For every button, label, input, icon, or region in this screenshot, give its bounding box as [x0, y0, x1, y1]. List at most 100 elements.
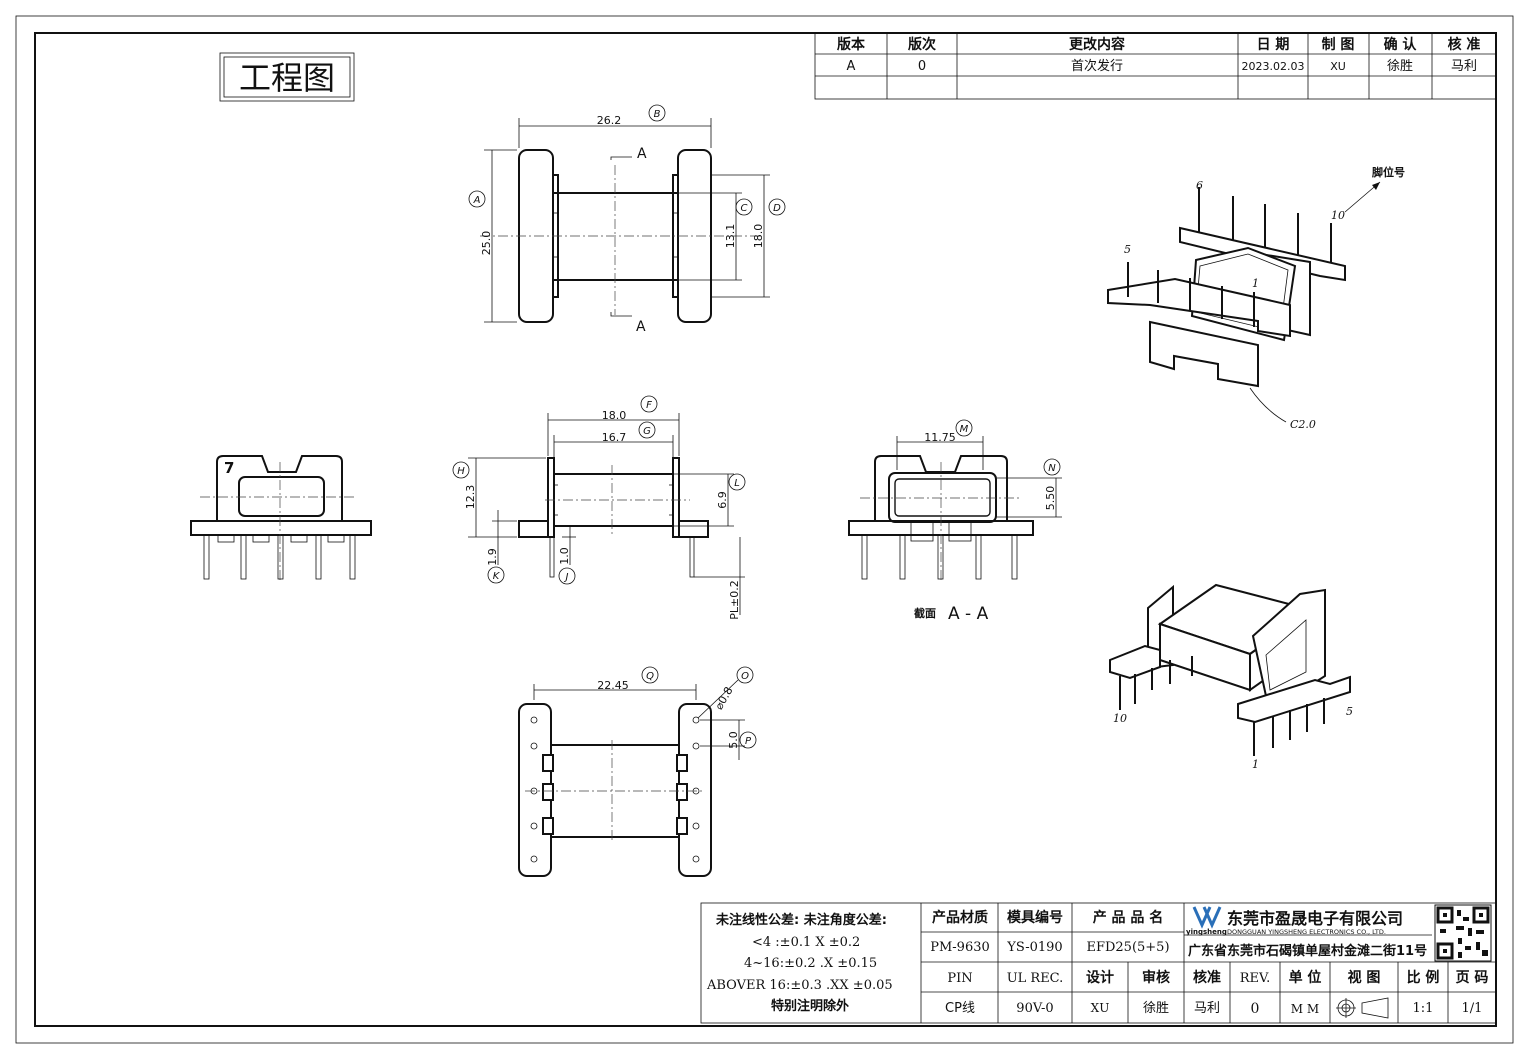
- company-name-en: DONGGUAN YINGSHENG ELECTRONICS CO., LTD.: [1227, 928, 1386, 936]
- material-label: 产品材质: [932, 909, 988, 926]
- scale-value: 1:1: [1413, 1001, 1434, 1016]
- title-block: 未注线性公差: 未注角度公差: <4 :±0.1 X ±0.2 4~16:±0.…: [700, 902, 1497, 1024]
- revision-table: 版本 版次 更改内容 日 期 制 图 确 认 核 准 A 0 首次发行 2023…: [814, 32, 1497, 100]
- front-dim-overall: 18.0: [602, 409, 627, 422]
- rev-value: 0: [1251, 1001, 1260, 1017]
- section-caption: A - A: [948, 604, 989, 624]
- balloon-h: H: [457, 466, 465, 477]
- top-dim-height: 25.0: [480, 231, 493, 256]
- page-value: 1/1: [1462, 1001, 1483, 1016]
- top-dim-window: 18.0: [752, 224, 765, 249]
- inner-frame: [34, 32, 1497, 1027]
- iso-view-top: 6 10 5 1 脚位号 C2.0: [1107, 165, 1405, 431]
- rev-cell-approve: 马利: [1451, 59, 1477, 74]
- rev-header-drawn: 制 图: [1322, 36, 1355, 53]
- scale-label: 比 例: [1407, 969, 1440, 986]
- pin-label: PIN: [947, 971, 972, 986]
- section-dim-height: 5.50: [1044, 486, 1057, 511]
- design-value: XU: [1091, 1001, 1110, 1015]
- section-mark-top: A: [637, 146, 647, 162]
- front-dim-pin: PL±0.2: [728, 580, 741, 619]
- balloon-b: B: [654, 109, 661, 120]
- company-logo-icon: yingsheng: [1186, 906, 1227, 936]
- company-name-cn: 东莞市盈晟电子有限公司: [1227, 909, 1403, 928]
- iso-top-pin-10: 10: [1331, 209, 1345, 222]
- bottom-dim-pin-dia: ⌀0.8: [712, 685, 735, 712]
- front-dim-height: 12.3: [464, 485, 477, 510]
- bottom-dim-pin-pitch: 5.0: [727, 731, 740, 749]
- balloon-q: Q: [646, 671, 654, 682]
- iso-top-pin-5: 5: [1124, 243, 1131, 256]
- tolerance-line-2: 4~16:±0.2 .X ±0.15: [744, 956, 877, 971]
- outer-frame: [15, 15, 1514, 1044]
- front-dim-step: 1.0: [558, 547, 571, 565]
- section-caption-small: 截面: [914, 606, 936, 620]
- approve-label: 核准: [1193, 969, 1221, 986]
- unit-value: M M: [1291, 1002, 1319, 1016]
- review-value: 徐胜: [1143, 1001, 1169, 1016]
- rev-cell-edition: 0: [918, 59, 926, 74]
- iso-chamfer: C2.0: [1290, 418, 1316, 431]
- iso-bottom-pin-10: 10: [1113, 712, 1127, 725]
- iso-bottom-pin-5: 5: [1346, 705, 1353, 718]
- side-mark: 7: [224, 459, 234, 477]
- balloon-n: N: [1048, 463, 1056, 474]
- balloon-m: M: [960, 424, 969, 435]
- iso-bottom-pin-1: 1: [1252, 758, 1259, 771]
- balloon-j: J: [564, 572, 569, 583]
- tolerance-header: 未注线性公差: 未注角度公差:: [715, 912, 887, 928]
- front-dim-base: 1.9: [486, 548, 499, 566]
- ul-label: UL REC.: [1007, 971, 1064, 986]
- view-label: 视 图: [1348, 969, 1381, 986]
- iso-top-pin-6: 6: [1196, 179, 1203, 192]
- side-view: 7: [190, 455, 372, 583]
- product-label: 产 品 品 名: [1093, 909, 1164, 926]
- rev-cell-version: A: [847, 59, 856, 74]
- section-dim-width: 11.75: [924, 431, 956, 444]
- unit-label: 单 位: [1289, 969, 1322, 986]
- bottom-view: 22.45 Q ⌀0.8 O 5.0 P: [518, 666, 757, 877]
- balloon-f: F: [646, 400, 652, 411]
- front-view: 18.0 F 16.7 G 12.3 H 1.9 K 1.0 J 6.9: [452, 395, 746, 620]
- balloon-l: L: [734, 478, 740, 489]
- tolerance-line-3: ABOVER 16:±0.3 .XX ±0.05: [706, 978, 893, 993]
- company-address: 广东省东莞市石碣镇单屋村金滩二街11号: [1188, 943, 1427, 959]
- balloon-g: G: [643, 426, 651, 437]
- bottom-dim-pitch: 22.45: [597, 679, 629, 692]
- balloon-o: O: [741, 671, 749, 682]
- balloon-k: K: [493, 571, 501, 582]
- rev-cell-confirm: 徐胜: [1387, 59, 1413, 74]
- iso-view-bottom: 10 5 1: [1109, 583, 1353, 771]
- section-view: 11.75 M 5.50 N 截面 A - A: [848, 419, 1062, 624]
- rev-header-confirm: 确 认: [1384, 36, 1418, 53]
- qr-code-icon: [1434, 904, 1492, 962]
- projection-symbol-icon: [1336, 997, 1389, 1019]
- balloon-d: D: [773, 203, 781, 214]
- tolerance-line-4: 特别注明除外: [771, 998, 849, 1014]
- mold-label: 模具编号: [1007, 909, 1063, 926]
- rev-header-edition: 版次: [908, 36, 936, 53]
- iso-pin-label-title: 脚位号: [1372, 165, 1405, 179]
- rev-header-change: 更改内容: [1069, 36, 1125, 53]
- front-dim-core: 6.9: [716, 491, 729, 509]
- iso-top-pin-1: 1: [1252, 277, 1259, 290]
- review-label: 审核: [1142, 969, 1170, 986]
- ul-value: 90V-0: [1016, 1001, 1053, 1016]
- page-label: 页 码: [1456, 970, 1489, 986]
- top-dim-width: 26.2: [597, 114, 622, 127]
- balloon-a: A: [473, 195, 481, 206]
- title-stamp-text: 工程图: [239, 59, 335, 97]
- top-view: A A 26.2 B 25.0 A 13.1 C 18.0 D: [468, 104, 786, 335]
- balloon-p: P: [745, 736, 752, 747]
- tolerance-line-1: <4 :±0.1 X ±0.2: [752, 935, 860, 950]
- mold-value: YS-0190: [1006, 940, 1062, 955]
- title-stamp: 工程图: [219, 52, 355, 102]
- product-value: EFD25(5+5): [1086, 940, 1169, 955]
- material-value: PM-9630: [930, 940, 990, 955]
- pin-value: CP线: [945, 1001, 975, 1016]
- rev-cell-change: 首次发行: [1071, 58, 1123, 74]
- rev-cell-date: 2023.02.03: [1242, 60, 1305, 73]
- rev-label: REV.: [1240, 971, 1271, 986]
- section-mark-bottom: A: [636, 319, 646, 335]
